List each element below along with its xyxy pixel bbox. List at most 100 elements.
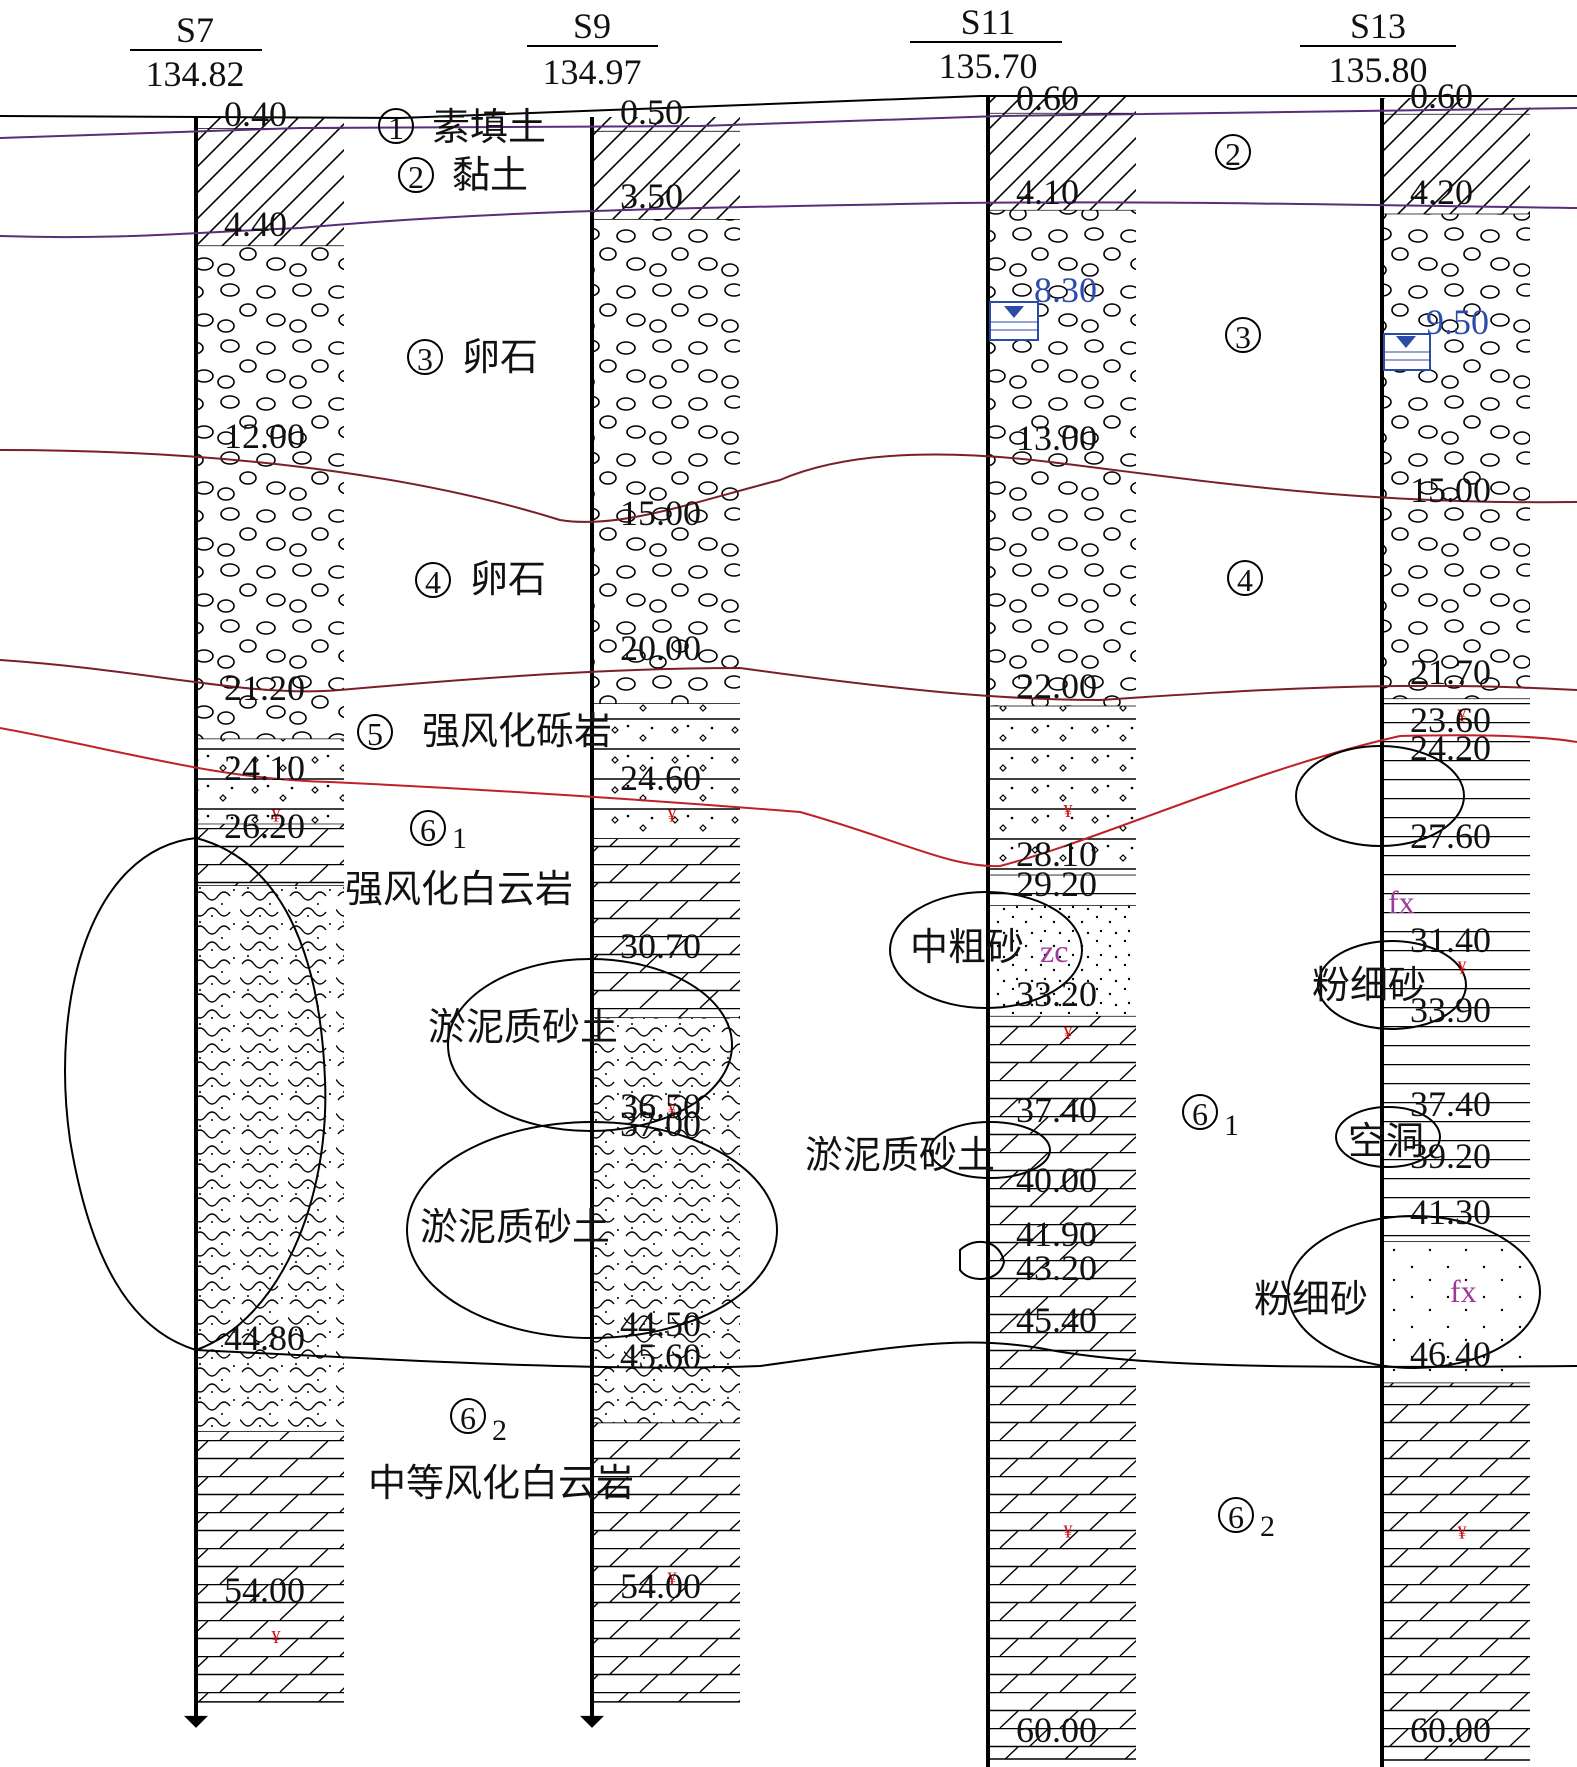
layer-number: 1 [388, 110, 404, 146]
depth-label: 43.20 [1016, 1248, 1097, 1288]
layer-label-6-2: 6 2 中等风化白云岩 [368, 1398, 634, 1505]
stratum-fill [592, 1423, 740, 1702]
layer-number: 6 [1192, 1096, 1208, 1132]
depth-label: 27.60 [1410, 816, 1491, 856]
depth-label: 31.40 [1410, 920, 1491, 960]
depth-label: 23.60 [1410, 700, 1491, 740]
layer-label-5: 5 强风化砾岩 [357, 711, 612, 753]
depth-label: 4.40 [224, 204, 287, 244]
stratum-fill [1382, 114, 1530, 215]
stratum-fill [196, 824, 344, 886]
sample-mark-icon: ¥ [1064, 1521, 1073, 1541]
depth-label: 21.20 [224, 668, 305, 708]
depth-label: 24.20 [1410, 728, 1491, 768]
depth-label: 41.30 [1410, 1192, 1491, 1232]
borehole-id: S7 [176, 10, 214, 50]
stratum-fill [1382, 1242, 1530, 1384]
depth-label: 4.10 [1016, 172, 1079, 212]
depth-label: 26.20 [224, 806, 305, 846]
borehole-header-s7: S7 134.82 [130, 10, 262, 94]
depth-label: 15.00 [1410, 470, 1491, 510]
layer-1-2-boundary [0, 107, 1577, 139]
depth-label: 0.60 [1410, 76, 1473, 116]
depth-label: 0.60 [1016, 78, 1079, 118]
depth-label: 0.50 [620, 92, 683, 132]
depth-label: 13.00 [1016, 418, 1097, 458]
stratum-fill [196, 117, 344, 129]
layer-number: 3 [1235, 319, 1251, 355]
stratum-fill [1382, 699, 1530, 1243]
layer-label-2: 2 黏土 [398, 155, 528, 197]
layer-subscript: 2 [492, 1414, 507, 1447]
depth-label: 30.70 [620, 926, 701, 966]
borehole-elevation: 134.82 [146, 54, 245, 94]
depth-label: 20.00 [620, 628, 701, 668]
stratum-fill [988, 113, 1136, 211]
depth-label: 33.20 [1016, 974, 1097, 1014]
right-label-6-2: 6 2 [1218, 1497, 1275, 1543]
borehole-column-s7 [184, 117, 344, 1728]
sample-marks: ¥¥¥¥¥¥¥¥¥¥¥ [272, 705, 1467, 1647]
stratum-fill [988, 905, 1136, 1017]
layer-number: 6 [1228, 1499, 1244, 1535]
lens-cavity-outline [1335, 1106, 1441, 1168]
lens-coarse-sand-outline [889, 891, 1083, 1009]
layer-subscript: 2 [1260, 1510, 1275, 1543]
stratum-fill [988, 1016, 1136, 1759]
layer-number: 4 [1237, 562, 1253, 598]
layer-number: 2 [408, 159, 424, 195]
depth-label: 33.90 [1410, 990, 1491, 1030]
stratum-fill [1382, 214, 1530, 700]
stratum-fill [592, 131, 740, 220]
borehole-id: S11 [961, 2, 1016, 42]
stratum-fill [592, 839, 740, 1019]
layer-2-3-boundary [0, 201, 1577, 239]
stratum-fill [196, 246, 344, 740]
layer-label-3: 3 卵石 [407, 337, 538, 379]
right-label-3: 3 [1225, 317, 1261, 355]
lens-small-outline [959, 1240, 1006, 1281]
layer-label-6-1: 6 1 强风化白云岩 [345, 810, 573, 911]
depth-label: 3.50 [620, 176, 683, 216]
depth-labels: 0.404.4012.0021.2024.1026.2044.8054.000.… [224, 76, 1491, 1750]
depth-label: 36.50 [620, 1086, 701, 1126]
layer-name: 黏土 [452, 155, 528, 197]
layer-3-4-boundary [0, 449, 1577, 523]
ground-surface-line [0, 95, 1577, 120]
stratum-fill [592, 704, 740, 840]
water-level-triangle-icon [1004, 306, 1024, 318]
borehole-column-s13 [1380, 98, 1530, 1767]
depth-label: 22.00 [1016, 666, 1097, 706]
depth-label: 60.00 [1016, 1710, 1097, 1750]
right-label-6-1: 6 1 [1182, 1094, 1239, 1142]
sample-mark-icon: ¥ [668, 805, 677, 825]
depth-label: 15.00 [620, 493, 701, 533]
depth-label: 60.00 [1410, 1710, 1491, 1750]
borehole-elevation: 135.80 [1329, 50, 1428, 90]
borehole-id: S13 [1350, 6, 1406, 46]
lens-code: fx [1388, 884, 1415, 920]
lens-label-silty-sand: 淤泥质砂土 [428, 1007, 618, 1049]
layer-name: 强风化白云岩 [345, 869, 573, 911]
sample-mark-icon: ¥ [668, 1099, 677, 1119]
sample-mark-icon: ¥ [1064, 801, 1073, 821]
lens-fine-sand-outline [1317, 940, 1467, 1030]
stratum-fill [592, 219, 740, 704]
borehole-header-s11: S11 135.70 [910, 2, 1062, 86]
depth-label: 24.10 [224, 748, 305, 788]
sample-mark-icon: ¥ [668, 1569, 677, 1589]
stratum-fill [988, 97, 1136, 114]
layer-name: 强风化砾岩 [422, 711, 612, 753]
borehole-elevation: 134.97 [543, 52, 642, 92]
depth-label: 12.00 [224, 416, 305, 456]
depth-label: 46.40 [1410, 1334, 1491, 1374]
borehole-header-s9: S9 134.97 [527, 6, 658, 92]
layer-number: 2 [1225, 136, 1241, 172]
lens-label-silty-sand: 淤泥质砂土 [805, 1135, 995, 1177]
lens-label-coarse-sand: 中粗砂 [910, 927, 1024, 969]
lens-label-cavity: 空洞 [1348, 1121, 1424, 1163]
depth-label: 28.10 [1016, 834, 1097, 874]
depth-label: 37.40 [1410, 1084, 1491, 1124]
layer-name: 素填土 [432, 107, 546, 149]
water-level-s11: 8.30 [989, 270, 1097, 341]
